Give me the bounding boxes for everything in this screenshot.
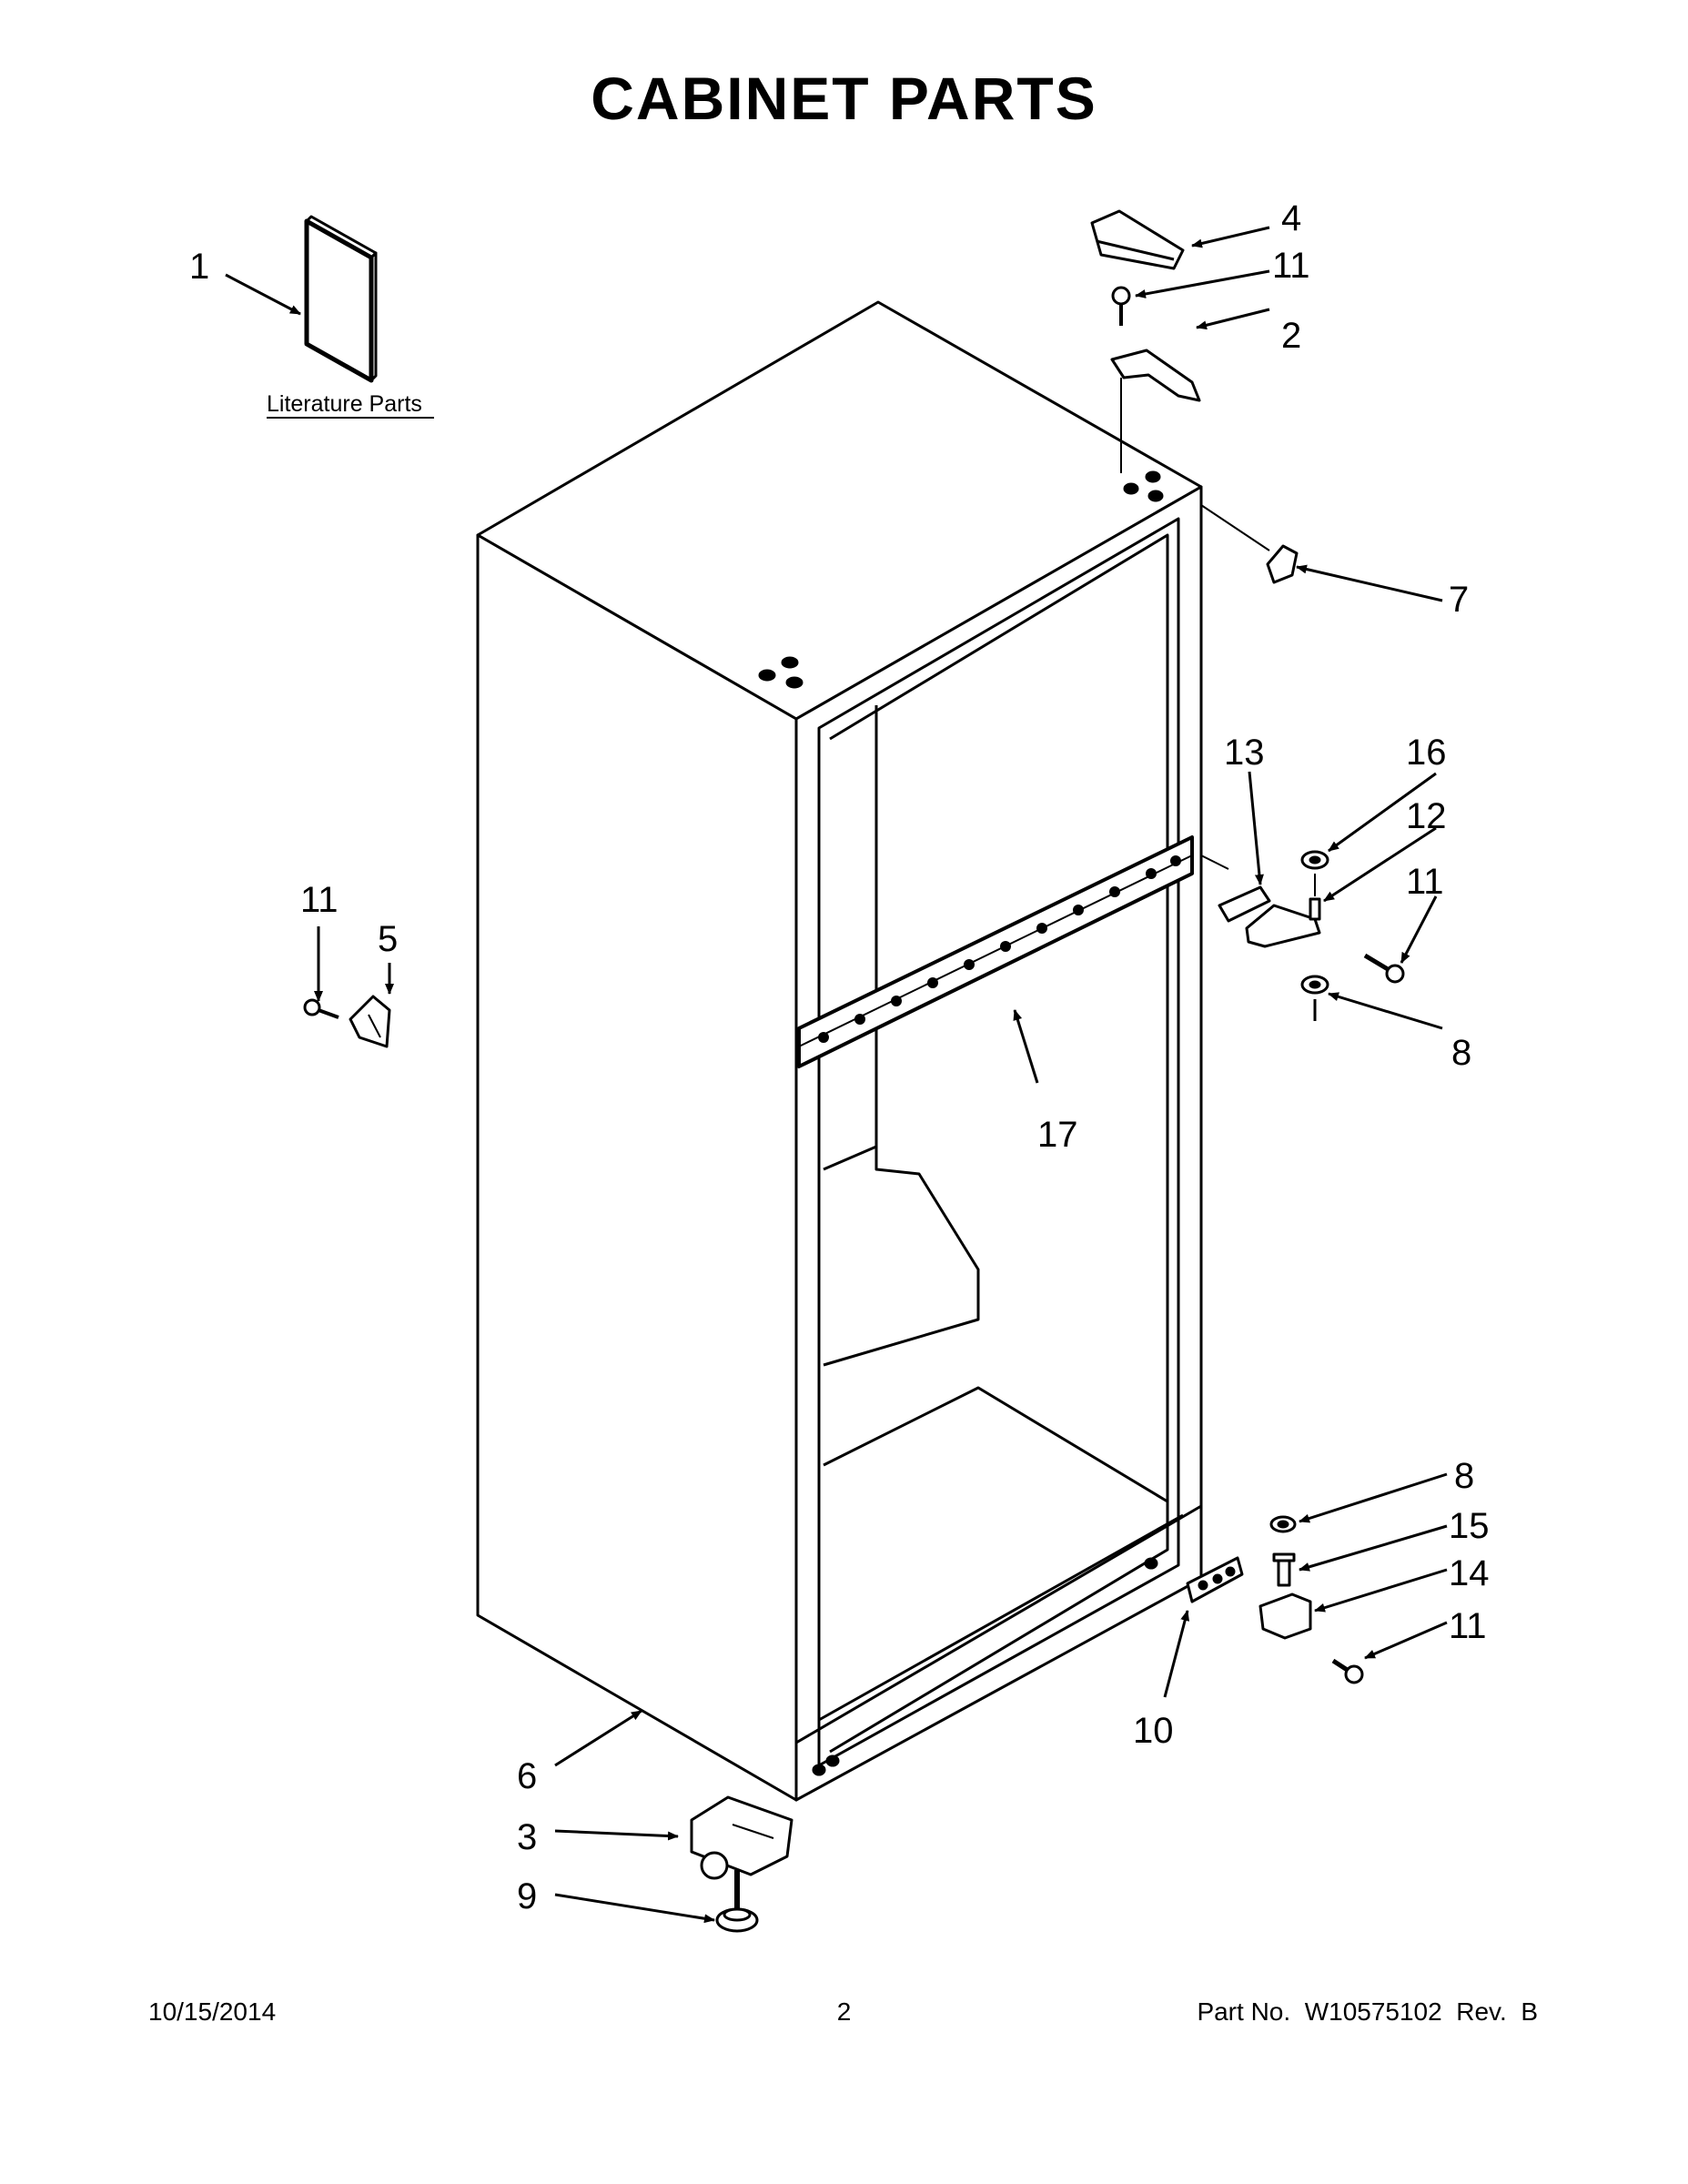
- callout-11-center: 11: [1406, 862, 1444, 902]
- callout-16: 16: [1406, 733, 1447, 773]
- callout-5: 5: [378, 919, 398, 959]
- bottom-hinge-assembly: [1258, 1515, 1364, 1684]
- top-hinge: [1110, 349, 1201, 473]
- callout-11-left: 11: [300, 880, 339, 920]
- callout-2: 2: [1281, 316, 1301, 356]
- literature-parts-booklet: [304, 215, 378, 383]
- callout-13: 13: [1224, 733, 1265, 773]
- callout-7: 7: [1449, 580, 1469, 620]
- callout-15: 15: [1449, 1506, 1490, 1546]
- page-title: CABINET PARTS: [591, 65, 1097, 132]
- callout-8-bottom: 8: [1454, 1456, 1474, 1496]
- screw-top: [1111, 286, 1131, 326]
- top-hinge-cover: [1090, 209, 1185, 270]
- footer-part-number: Part No. W10575102 Rev. B: [1197, 1997, 1538, 2026]
- spacer-plate: [1186, 1556, 1244, 1603]
- divider-mullion: [797, 835, 1194, 1068]
- refrigerator-cabinet: [476, 300, 1203, 1802]
- center-hinge-assembly: [1200, 850, 1405, 1021]
- callout-4: 4: [1281, 198, 1301, 238]
- callout-14: 14: [1449, 1553, 1490, 1593]
- footer-page-number: 2: [836, 1997, 852, 2026]
- callout-12: 12: [1406, 796, 1447, 836]
- hinge-hole-plug: [1200, 504, 1299, 584]
- leveling-leg: [715, 1870, 759, 1933]
- callout-8-center: 8: [1451, 1033, 1471, 1073]
- callout-11-top: 11: [1272, 246, 1310, 286]
- leader-arrows: [225, 226, 1448, 1924]
- callout-10: 10: [1133, 1711, 1174, 1751]
- roller-assembly: [690, 1795, 793, 1880]
- callout-9: 9: [517, 1876, 537, 1916]
- callout-3: 3: [517, 1817, 537, 1857]
- footer-date: 10/15/2014: [148, 1997, 277, 2026]
- door-stop-bracket: [303, 995, 391, 1048]
- literature-parts-label: Literature Parts: [267, 391, 422, 417]
- callout-6: 6: [517, 1756, 537, 1796]
- callout-17: 17: [1037, 1115, 1078, 1155]
- callout-1: 1: [189, 247, 209, 287]
- callout-11-bottom: 11: [1449, 1606, 1487, 1646]
